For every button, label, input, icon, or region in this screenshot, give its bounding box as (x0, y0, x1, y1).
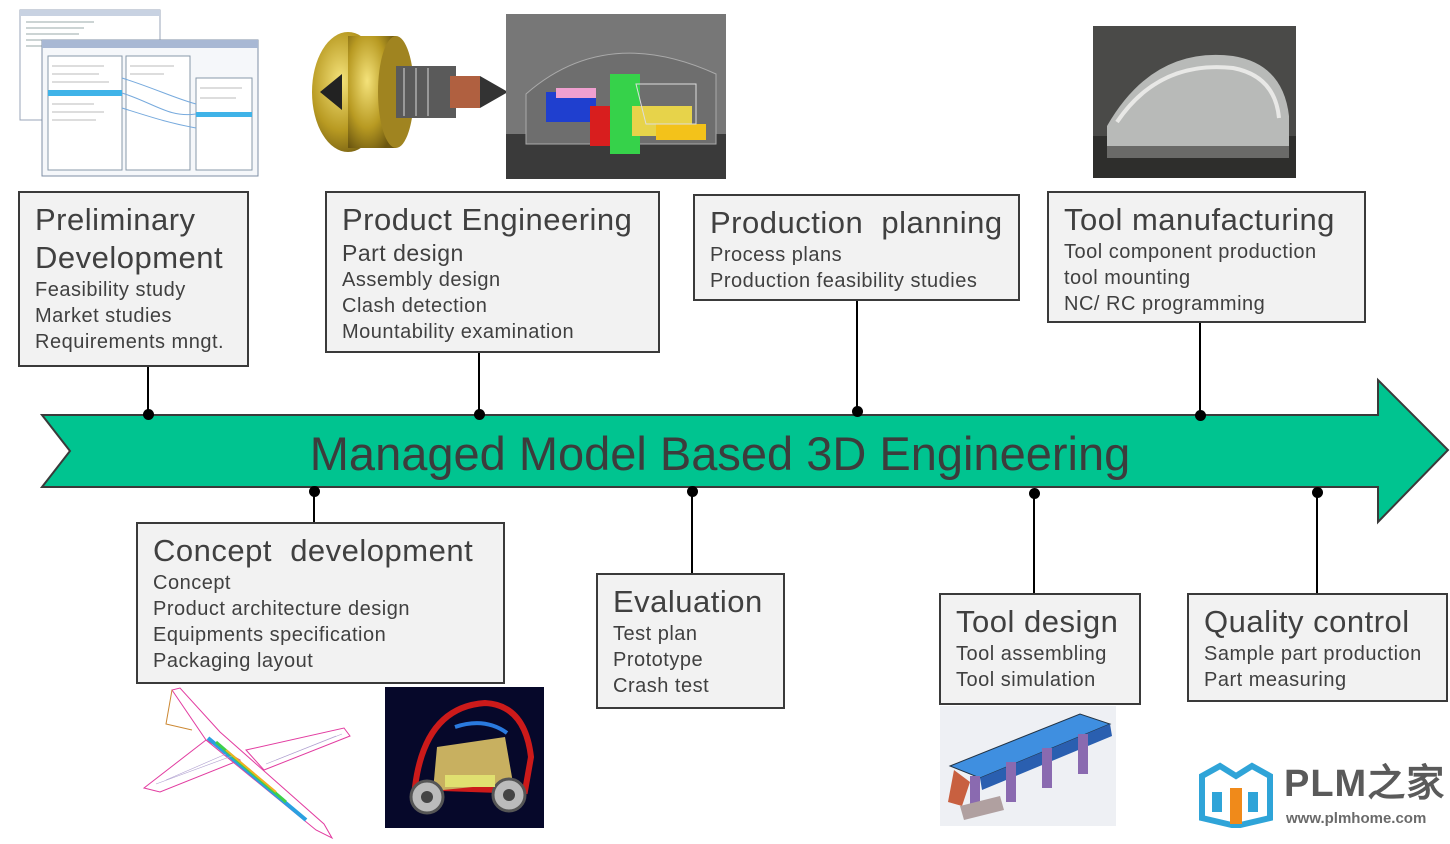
vehicle-concept-model (385, 687, 544, 828)
stage-quality-control: Quality control Sample part production P… (1187, 593, 1448, 702)
timeline-dot (1312, 487, 1323, 498)
stage-item: Requirements mngt. (35, 331, 225, 353)
stage-item: Test plan (613, 623, 698, 645)
stage-item: Process plans (710, 244, 843, 266)
stage-title: Tool design (956, 604, 1119, 639)
stage-item: tool mounting (1064, 267, 1191, 289)
connector-production-planning (856, 300, 858, 412)
timeline-dot (1029, 488, 1040, 499)
stage-item: Tool simulation (956, 669, 1096, 691)
timeline-dot (852, 406, 863, 417)
stage-item: Clash detection (342, 295, 488, 317)
stage-item: Market studies (35, 305, 173, 327)
logo-name: PLM之家 (1284, 763, 1446, 805)
connector-preliminary (147, 366, 149, 414)
timeline-dot (474, 409, 485, 420)
connector-tool-design (1033, 494, 1035, 594)
stage-item: Tool assembling (956, 643, 1107, 665)
stage-preliminary-development: Preliminary Development Feasibility stud… (18, 191, 249, 367)
stage-item: Part design (342, 240, 464, 266)
stage-tool-design: Tool design Tool assembling Tool simulat… (939, 593, 1141, 705)
stage-item: NC/ RC programming (1064, 293, 1266, 315)
stage-evaluation: Evaluation Test plan Prototype Crash tes… (596, 573, 785, 709)
stage-item: Mountability examination (342, 321, 575, 343)
tool-assembly-simulation-model (940, 706, 1116, 826)
stage-production-planning: Production planning Process plans Produc… (693, 194, 1020, 301)
connector-product-engineering (478, 352, 480, 414)
aircraft-wireframe-model (142, 687, 351, 840)
timeline-dot (687, 486, 698, 497)
banner-title: Managed Model Based 3D Engineering (309, 427, 1131, 480)
connector-evaluation (691, 492, 693, 574)
timeline-dot (143, 409, 154, 420)
connector-quality-control (1316, 493, 1318, 593)
jet-engine-model (312, 32, 508, 152)
stage-title: Tool manufacturing (1064, 202, 1335, 237)
logo-url: www.plmhome.com (1286, 810, 1427, 827)
car-interior-clash-model (506, 14, 726, 179)
stage-title: Evaluation (613, 584, 763, 619)
stage-title: Production planning (710, 205, 1003, 240)
stage-title: Product Engineering (342, 202, 633, 237)
connector-concept (313, 492, 315, 522)
plmhome-logo-icon (1199, 762, 1273, 828)
requirements-software-screenshot (4, 8, 260, 178)
stage-concept-development: Concept development Concept Product arch… (136, 522, 505, 684)
stage-item: Feasibility study (35, 279, 186, 301)
stage-product-engineering: Product Engineering Part design Assembly… (325, 191, 660, 353)
stage-item: Tool component production (1064, 241, 1317, 263)
stage-title: Quality control (1204, 604, 1410, 639)
stamping-tool-photo (1093, 26, 1296, 178)
stage-item: Prototype (613, 649, 704, 671)
stage-item: Part measuring (1204, 669, 1347, 691)
stage-item: Crash test (613, 675, 710, 697)
stage-title: Preliminary Development (35, 202, 224, 275)
timeline-dot (1195, 410, 1206, 421)
stage-item: Packaging layout (153, 650, 314, 672)
stage-tool-manufacturing: Tool manufacturing Tool component produc… (1047, 191, 1366, 323)
stage-item: Equipments specification (153, 624, 387, 646)
stage-title: Concept development (153, 533, 474, 568)
stage-item: Assembly design (342, 269, 501, 291)
stage-item: Product architecture design (153, 598, 410, 620)
stage-item: Production feasibility studies (710, 270, 978, 292)
stage-item: Concept (153, 572, 231, 594)
stage-item: Sample part production (1204, 643, 1422, 665)
timeline-dot (309, 486, 320, 497)
connector-tool-manufacturing (1199, 322, 1201, 416)
